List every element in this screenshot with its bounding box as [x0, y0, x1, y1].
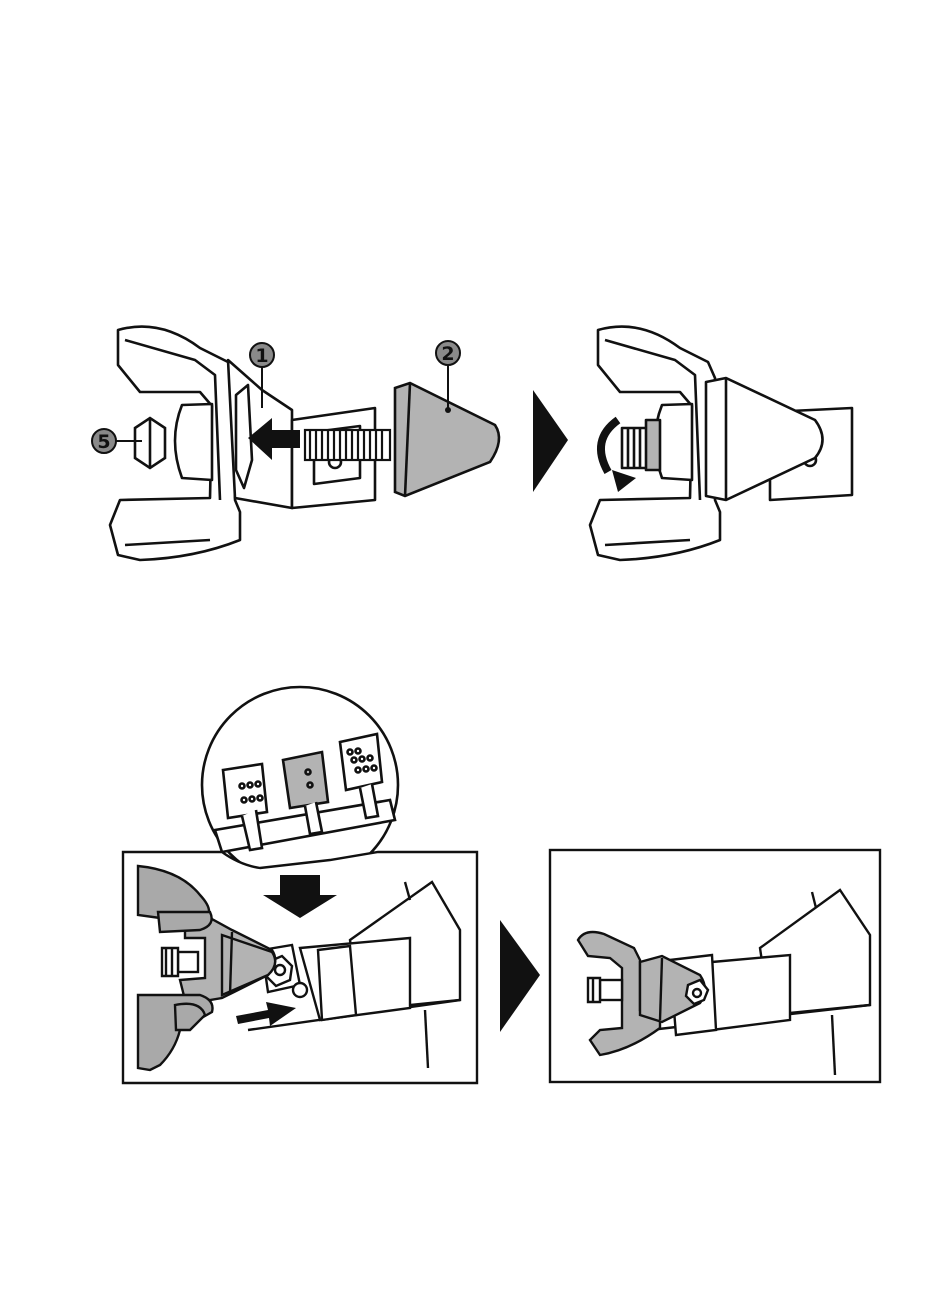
- hex-nut: [135, 418, 165, 468]
- callout-label-1: 1: [255, 345, 268, 367]
- clamp-bracket-assembled: [590, 327, 852, 560]
- triangle-right-icon: [500, 920, 540, 1032]
- triangle-right-icon: [533, 390, 568, 492]
- callout-label-2: 2: [441, 343, 454, 365]
- callout-label-5: 5: [97, 431, 110, 453]
- bolt-thread: [305, 430, 390, 460]
